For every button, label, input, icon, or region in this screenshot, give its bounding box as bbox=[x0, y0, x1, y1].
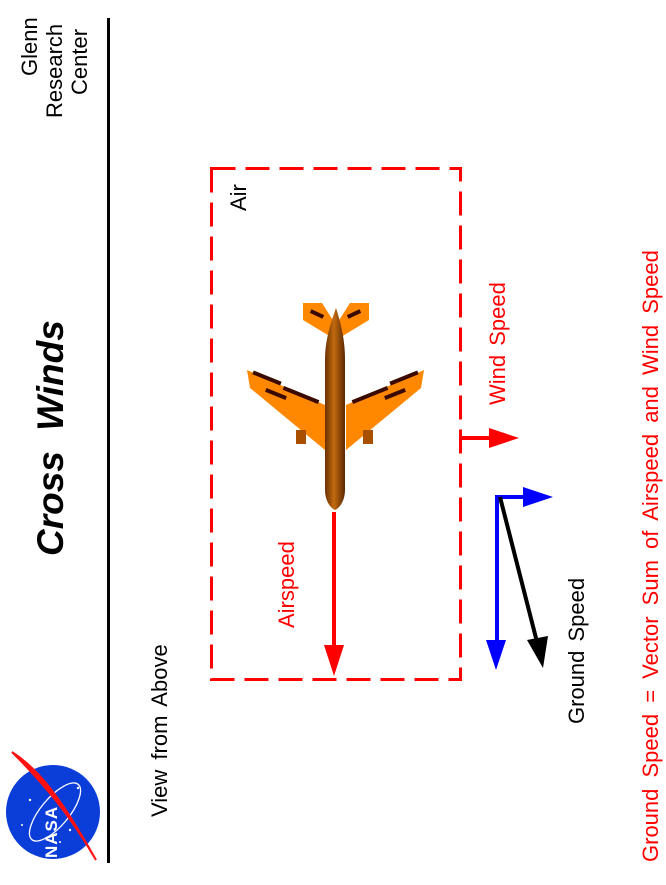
ground-speed-label: Ground Speed bbox=[564, 577, 589, 724]
nasa-logo-text: NASA bbox=[42, 805, 61, 858]
air-label: Air bbox=[226, 184, 251, 211]
page-title: Cross Winds bbox=[30, 320, 71, 556]
view-label: View from Above bbox=[147, 644, 172, 817]
header-divider bbox=[107, 18, 110, 863]
airplane-icon bbox=[247, 303, 424, 510]
ground-speed-arrow bbox=[498, 496, 548, 668]
vector-components bbox=[486, 487, 553, 670]
airspeed-label: Airspeed bbox=[274, 541, 299, 628]
org-name-line2: Research bbox=[42, 23, 67, 118]
equation-caption: Ground Speed = Vector Sum of Airspeed an… bbox=[638, 250, 663, 862]
air-box bbox=[210, 167, 462, 681]
nasa-logo-icon bbox=[6, 751, 100, 861]
wind-speed-label: Wind Speed bbox=[485, 282, 510, 405]
org-name-line1: Glenn bbox=[17, 17, 42, 76]
wind-speed-arrow bbox=[461, 428, 519, 448]
org-name-line3: Center bbox=[67, 28, 92, 95]
airspeed-arrow bbox=[324, 512, 344, 676]
